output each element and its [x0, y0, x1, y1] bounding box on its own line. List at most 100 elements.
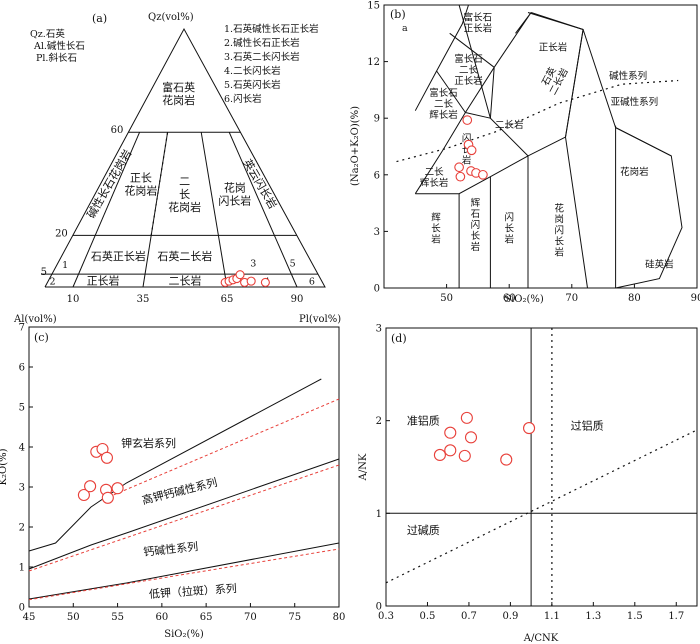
- ternary-field-mzg-text: 花岗岩: [168, 200, 201, 214]
- tas-sample-point: [454, 162, 464, 173]
- k2o-red-dashed-boundary: [28, 548, 340, 601]
- y-tick-label: 5: [19, 403, 25, 414]
- panel-a-ternary: (a) Qz(vol%) Al(vol%) Pl(vol%) Qz.石英 Al.…: [13, 12, 341, 325]
- y-tick-label: 2: [376, 416, 382, 427]
- p-tick-label: 10: [67, 294, 80, 305]
- y-tick-label: 4: [19, 443, 25, 454]
- acnk-sample-point: [444, 444, 457, 457]
- tas-field-label-text: 长: [431, 223, 441, 235]
- x-tick-label: 65: [200, 612, 213, 623]
- k2o-series-boundaries: [28, 378, 340, 600]
- x-tick-label: 0.5: [420, 611, 436, 622]
- alkaline-subalkaline-divider: [396, 79, 679, 163]
- ternary-field-sy-text: 正长岩: [87, 274, 120, 288]
- panel-c-xlabel: SiO₂(%): [164, 629, 204, 640]
- tas-boundary: [527, 12, 584, 30]
- tas-field-label-text: 碱性系列: [609, 70, 647, 82]
- legend-item-6: 6.闪长岩: [224, 93, 262, 105]
- tas-field-label-text: 闪: [471, 219, 481, 231]
- tas-boundary: [615, 127, 683, 289]
- acnk-samples: [433, 411, 536, 466]
- acnk-dotted-boundary: [385, 429, 698, 584]
- acnk-field-label: 过碱质: [407, 524, 440, 537]
- legend-item-2: 2.碱性长石正长岩: [224, 37, 300, 49]
- tas-boundary: [582, 29, 672, 157]
- tas-sample-point: [478, 169, 488, 180]
- tas-sample-point: [455, 171, 466, 182]
- ternary-field-mzg-text: 长: [179, 188, 190, 201]
- k2o-sample-point: [111, 482, 124, 495]
- acnk-field-labels: 准铝质过铝质过碱质: [407, 414, 604, 537]
- tas-field-label: 亚碱性系列: [611, 96, 659, 108]
- boundary-p35: [142, 132, 169, 288]
- y-tick-label: 0: [19, 603, 25, 614]
- legend-item-4: 4.二长闪长岩: [224, 65, 281, 77]
- tas-field-label: 石英二长岩: [539, 65, 570, 97]
- tas-field-label-text: 岩: [555, 247, 565, 259]
- tas-field-label-text: 二长岩: [495, 119, 524, 131]
- y-tick-label: 0: [376, 602, 382, 613]
- ternary-sample-point: [246, 276, 256, 286]
- tas-field-label-text: 辉长岩: [420, 177, 449, 189]
- k2o-samples: [77, 442, 124, 504]
- ternary-field-f5: 5: [290, 258, 296, 269]
- tas-field-label-text: 岗: [555, 215, 565, 226]
- tas-tick-labels: 506070809003691215: [367, 1, 700, 305]
- ternary-field-syg-text: 花岗岩: [124, 183, 157, 197]
- ternary-field-boundaries: [41, 27, 326, 288]
- panel-d-xlabel: A/CNK: [523, 633, 559, 644]
- tas-field-label-text: 富长石: [429, 87, 458, 99]
- ternary-sample-point: [260, 277, 270, 287]
- k2o-series-label: 低钾（拉斑）系列: [148, 581, 237, 601]
- acnk-sample-point: [458, 449, 471, 462]
- k2o-sample-point: [77, 488, 90, 502]
- tas-field-label: 硅英岩: [645, 258, 674, 270]
- tas-field-label-text: 花: [555, 203, 565, 215]
- tas-field-label: 辉长岩: [431, 213, 441, 246]
- k2o-red-dashed-boundaries: [28, 398, 340, 601]
- acnk-boundaries: [385, 328, 698, 606]
- p-tick-label: 90: [291, 294, 304, 305]
- y-tick-label: 3: [376, 324, 382, 335]
- k2o-sample-point: [84, 480, 97, 493]
- tas-field-label-text: 二长: [425, 166, 445, 178]
- p-tick-label: 35: [137, 294, 150, 305]
- tas-boundary: [465, 112, 491, 119]
- y-tick-label: 7: [19, 323, 25, 334]
- tas-field-label-text: 二长: [434, 98, 454, 110]
- k2o-sample-point: [101, 491, 114, 504]
- x-tick-label: 60: [503, 293, 516, 304]
- tas-field-boundaries: [414, 4, 683, 289]
- x-tick-label: 60: [155, 612, 168, 623]
- y-tick-label: 6: [374, 170, 380, 181]
- panel-c-tag: (c): [34, 331, 49, 344]
- tas-field-label-text: 正长岩: [464, 22, 493, 34]
- acnk-sample-point: [464, 431, 478, 444]
- acnk-field-label: 准铝质: [407, 414, 440, 428]
- y-tick-label: 3: [19, 483, 25, 494]
- tas-field-label: 正长岩: [539, 42, 568, 54]
- panel-b-annotation-a: a: [402, 23, 408, 34]
- ternary-field-grd-text: 闪长岩: [218, 194, 251, 208]
- y-tick-label: 1: [376, 509, 382, 520]
- boundary-p90: [228, 131, 298, 288]
- x-tick-label: 1.1: [544, 611, 560, 622]
- ternary-field-f2: 2: [50, 277, 56, 288]
- k2o-boundary: [28, 378, 322, 552]
- legend-item-5: 5.石英闪长岩: [224, 79, 281, 91]
- ternary-field-f1: 1: [62, 260, 68, 271]
- acnk-sample-point: [460, 411, 473, 424]
- tas-sample-point: [462, 115, 473, 125]
- tas-field-label-text: 岩: [504, 234, 514, 246]
